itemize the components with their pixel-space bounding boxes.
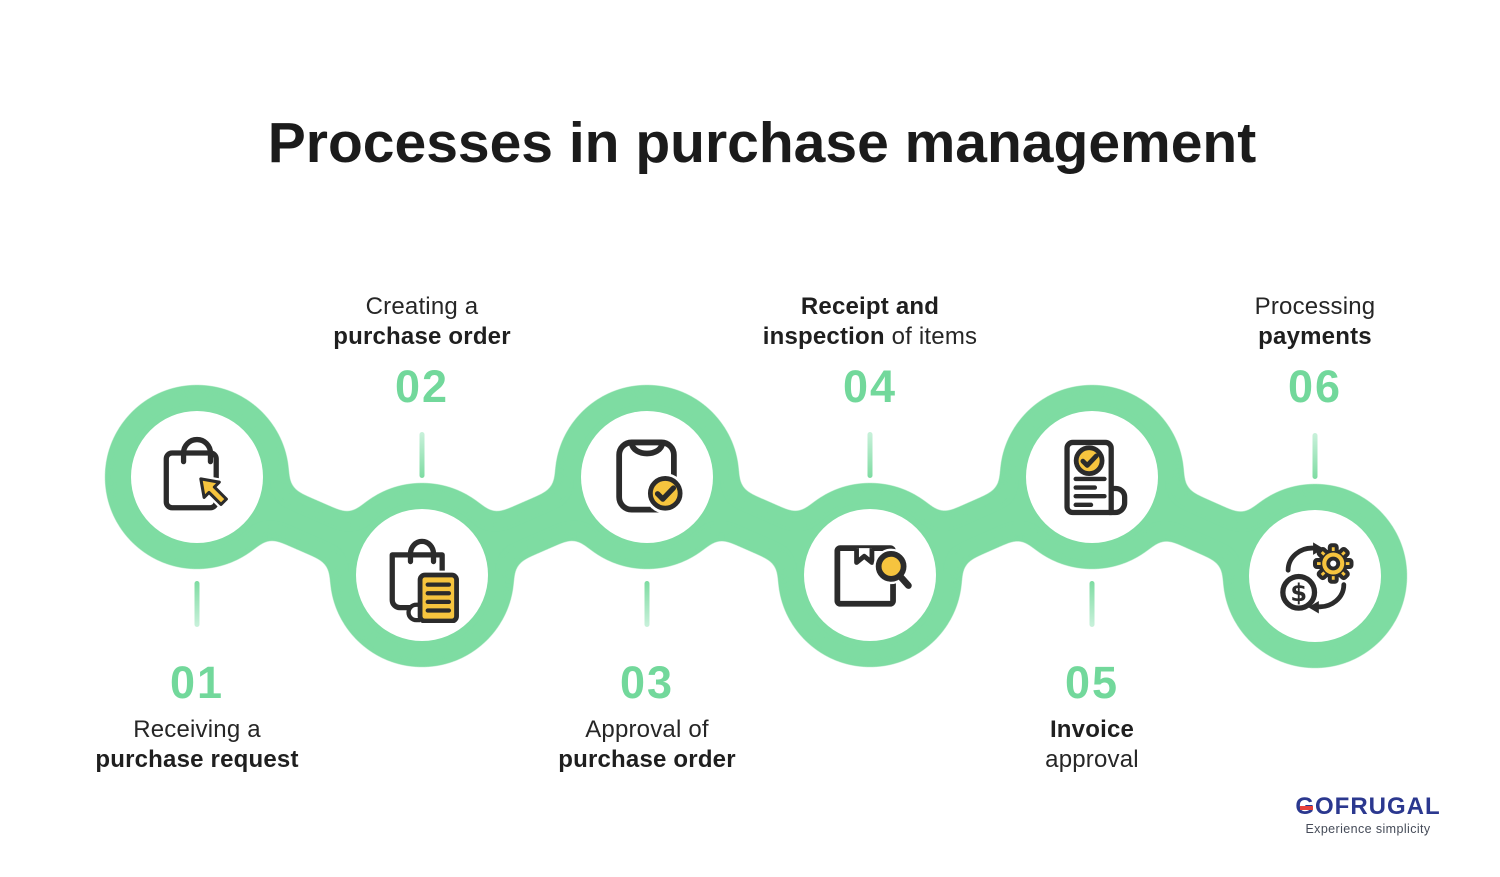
label-text-bold: Receipt and xyxy=(800,293,940,320)
step-label: Invoice approval xyxy=(942,715,1242,775)
step-number: 01 xyxy=(169,657,225,708)
icon-graphic xyxy=(616,439,686,514)
step-connector-tick xyxy=(1089,581,1095,627)
logo-g-red-bar-icon xyxy=(1300,805,1314,810)
step-connector-tick xyxy=(419,432,425,478)
label-line: purchase request xyxy=(47,745,347,775)
step-04: Receipt and inspection of items 04 xyxy=(720,292,1020,409)
label-line: purchase order xyxy=(497,745,797,775)
shopping-bag-cursor-icon xyxy=(149,429,245,525)
label-text-bold: purchase order xyxy=(558,746,736,773)
step-circle xyxy=(804,509,936,641)
step-number: 06 xyxy=(1287,361,1343,412)
label-text: approval xyxy=(1045,746,1139,773)
purchase-order-approved-icon xyxy=(599,429,695,525)
chain-band xyxy=(105,385,1407,668)
step-connector-tick xyxy=(867,432,873,478)
step-number: 02 xyxy=(394,361,450,412)
brand-wordmark: GOFRUGAL xyxy=(1295,795,1440,819)
step-connector-tick xyxy=(194,581,200,627)
label-text: Creating a xyxy=(365,293,479,320)
icon-graphic xyxy=(163,436,231,511)
label-line: Creating a xyxy=(272,292,572,322)
label-line: Processing xyxy=(1165,292,1465,322)
page-title: Processes in purchase management xyxy=(267,111,1257,176)
step-label: Processing payments xyxy=(1165,292,1465,352)
step-circle xyxy=(131,411,263,543)
label-text: Processing xyxy=(1254,293,1376,320)
gofrugal-logo: GOFRUGAL Experience simplicity xyxy=(1288,795,1448,837)
shopping-bag-order-list-icon xyxy=(374,527,470,626)
step-label: Receiving a purchase request xyxy=(47,715,347,775)
step-circle xyxy=(1249,510,1381,642)
label-line: approval xyxy=(942,745,1242,775)
step-label: Receipt and inspection of items xyxy=(720,292,1020,352)
label-line: payments xyxy=(1165,322,1465,352)
payment-processing-gear-icon: $ xyxy=(1267,528,1363,624)
step-connector-tick xyxy=(644,581,650,627)
step-number: 04 xyxy=(842,361,898,412)
label-line: purchase order xyxy=(272,322,572,352)
label-line: Receiving a xyxy=(47,715,347,745)
icon-graphic: $ xyxy=(1280,542,1354,614)
step-03: 03 Approval of purchase order xyxy=(497,660,797,775)
brand-text: GOFRUGAL xyxy=(1295,793,1441,820)
step-number: 03 xyxy=(619,657,675,708)
step-label: Approval of purchase order xyxy=(497,715,797,775)
svg-text:$: $ xyxy=(1290,579,1307,607)
label-text-bold: purchase request xyxy=(95,746,299,773)
step-number: 05 xyxy=(1064,657,1120,708)
label-text-bold: Invoice xyxy=(1049,716,1135,743)
invoice-approved-icon xyxy=(1044,429,1140,525)
step-06: Processing payments 06 xyxy=(1165,292,1465,409)
label-line: inspection of items xyxy=(720,322,1020,352)
label-text: of items xyxy=(884,323,978,350)
icon-graphic xyxy=(389,538,461,626)
step-circle xyxy=(581,411,713,543)
label-text-bold: inspection xyxy=(762,323,885,350)
icon-graphic xyxy=(1064,439,1128,516)
label-line: Approval of xyxy=(497,715,797,745)
label-line: Invoice xyxy=(942,715,1242,745)
step-02: Creating a purchase order 02 xyxy=(272,292,572,409)
step-label: Creating a purchase order xyxy=(272,292,572,352)
icon-graphic xyxy=(834,545,912,607)
package-inspection-magnifier-icon xyxy=(822,527,918,623)
label-text: Receiving a xyxy=(133,716,261,743)
step-connector-tick xyxy=(1312,433,1318,479)
label-text-bold: payments xyxy=(1258,323,1372,350)
brand-tagline: Experience simplicity xyxy=(1305,822,1431,836)
step-05: 05 Invoice approval xyxy=(942,660,1242,775)
label-line: Receipt and xyxy=(720,292,1020,322)
step-01: 01 Receiving a purchase request xyxy=(47,660,347,775)
label-text: Approval of xyxy=(585,716,709,743)
label-text-bold: purchase order xyxy=(333,323,511,350)
